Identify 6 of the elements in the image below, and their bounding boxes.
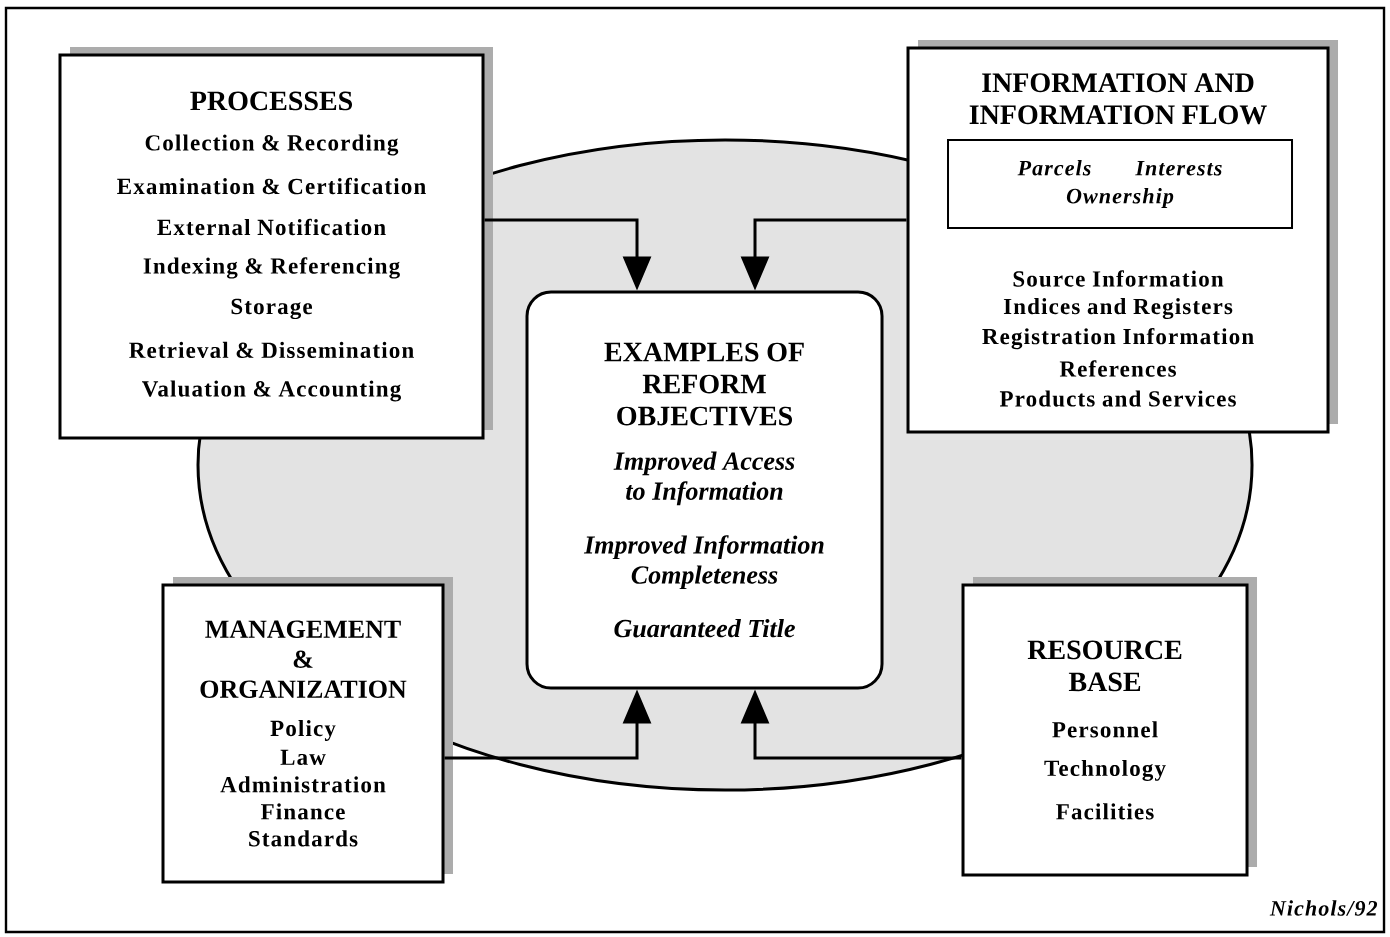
inner-box: Parcels Interests Ownership <box>947 139 1293 229</box>
category-box: MANAGEMENT & ORGANIZATION Policy Law Administration Finance Standards <box>161 577 453 884</box>
objectives-box: EXAMPLES OF REFORM OBJECTIVES Improved Access to Information Improved Information Completeness Guaranteed Title <box>525 290 884 690</box>
credit-text: Nichols/92 <box>1269 900 1378 916</box>
category-box: PROCESSES Collection & Recording Examination & Certification External Notification Indexing & Referencing Storage Retrieval & Dissemination Valuation & Accounting <box>58 47 493 440</box>
category-box: RESOURCE BASE Personnel Technology Facilities <box>961 577 1257 877</box>
